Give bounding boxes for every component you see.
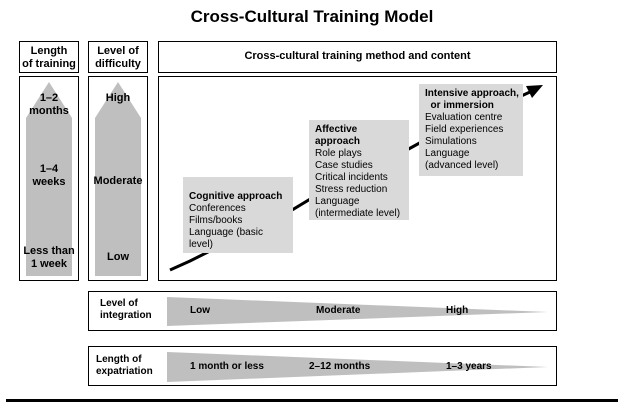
- approach-item: Evaluation centre: [425, 112, 503, 123]
- approach-item: Films/books: [189, 215, 243, 226]
- integration-level-high: High: [446, 305, 469, 316]
- difficulty-middle-label: Moderate: [93, 175, 143, 187]
- approach-item: Role plays: [315, 148, 362, 159]
- approach-title: Cognitive approach: [189, 191, 283, 202]
- approach-item: (advanced level): [425, 160, 499, 171]
- approach-item: Field experiences: [425, 124, 504, 135]
- difficulty-up-arrow: [95, 82, 141, 276]
- length-top-label: 1–2 months: [29, 92, 69, 117]
- length-bottom-label: Less than 1 week: [23, 245, 75, 270]
- difficulty-header-box: [88, 41, 148, 73]
- difficulty-bottom-label: Low: [107, 251, 129, 263]
- integration-level-moderate: Moderate: [316, 305, 361, 316]
- approach-item: Stress reduction: [315, 184, 388, 195]
- bottom-rule: [6, 399, 618, 402]
- difficulty-top-label: High: [105, 92, 131, 104]
- approach-item: Case studies: [315, 160, 373, 171]
- cognitive-approach-card: Cognitive approach Conferences Films/boo…: [183, 177, 293, 253]
- expatriation-level-long: 1–3 years: [446, 361, 492, 372]
- approach-item: (intermediate level): [315, 208, 401, 219]
- expatriation-level-short: 1 month or less: [190, 361, 264, 372]
- integration-wedge: [167, 297, 548, 326]
- affective-approach-card: Affective approach Role plays Case studi…: [309, 120, 409, 220]
- integration-label: Level of integration: [100, 298, 152, 321]
- progression-arrowhead: [526, 85, 543, 98]
- method-header-box: [158, 41, 557, 73]
- length-header-box: [19, 41, 79, 73]
- expatriation-level-medium: 2–12 months: [309, 361, 371, 372]
- approach-item: Simulations: [425, 136, 477, 147]
- approach-item: Critical incidents: [315, 172, 388, 183]
- difficulty-header: Level of difficulty: [95, 45, 141, 70]
- approach-item: Language: [425, 148, 470, 159]
- approach-title: Intensive approach, or immersion: [425, 88, 519, 111]
- intensive-approach-card: Intensive approach, or immersion Evaluat…: [419, 84, 523, 176]
- length-header: Length of training: [22, 45, 76, 70]
- length-middle-label: 1–4 weeks: [32, 163, 66, 188]
- approach-item: Conferences: [189, 203, 246, 214]
- length-up-arrow: [26, 82, 72, 276]
- approach-item: Language: [315, 196, 360, 207]
- approach-title: Affective approach: [315, 124, 361, 147]
- approach-item: Language (basic level): [189, 227, 263, 250]
- expatriation-label: Length of expatriation: [96, 354, 153, 377]
- integration-level-low: Low: [190, 305, 210, 316]
- method-header: Cross-cultural training method and conte…: [244, 50, 471, 62]
- expatriation-wedge: [167, 352, 548, 382]
- diagram-title: Cross-Cultural Training Model: [190, 7, 434, 26]
